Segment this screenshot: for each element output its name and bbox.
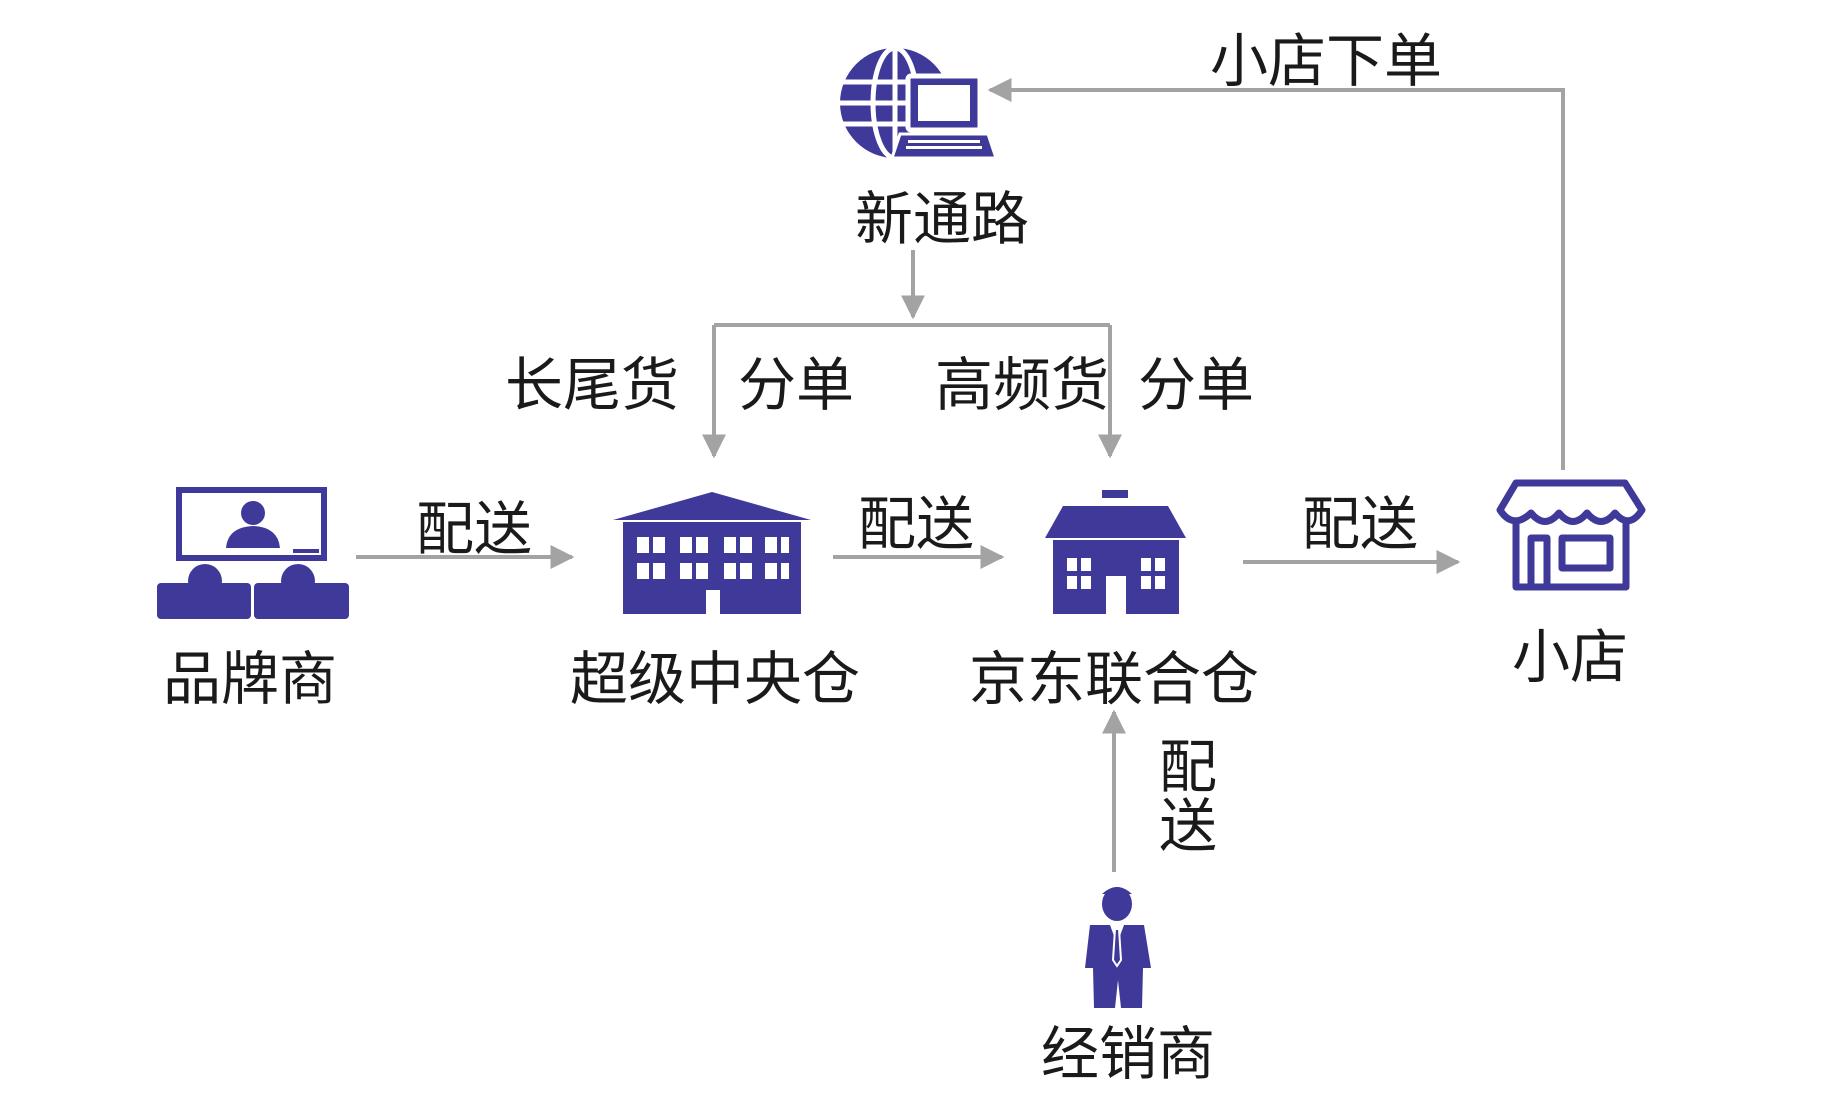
node-label-store: 小店 [1512,623,1629,691]
edge-label-deliver-central: 配送 [858,490,975,558]
edge-label-deliver-brand: 配送 [416,495,533,563]
node-label-dealer: 经销商 [1041,1020,1216,1088]
node-label-brand: 品牌商 [163,645,338,713]
edge-label-store-order: 小店下单 [1210,27,1443,95]
businessman-icon [1085,887,1151,1008]
edge-label-deliver-dealer: 配送 [1158,733,1217,861]
large-warehouse-icon [613,492,811,614]
small-warehouse-icon [1045,490,1186,614]
edge-label-deliver-jd: 配送 [1302,490,1419,558]
arrow-store-to-new-channel [987,78,1565,470]
globe-laptop-icon [840,45,999,161]
connectors [356,78,1565,872]
video-conference-icon [157,487,349,619]
edge-label-split-2: 分单 [1138,351,1255,419]
storefront-icon [1496,479,1646,591]
edge-label-high-freq: 高频货 [935,351,1110,419]
edge-label-long-tail: 长尾货 [505,351,680,419]
node-label-central-warehouse: 超级中央仓 [570,645,861,713]
node-label-new-channel: 新通路 [855,185,1030,253]
node-label-jd-warehouse: 京东联合仓 [969,645,1260,713]
edge-label-split-1: 分单 [738,351,855,419]
